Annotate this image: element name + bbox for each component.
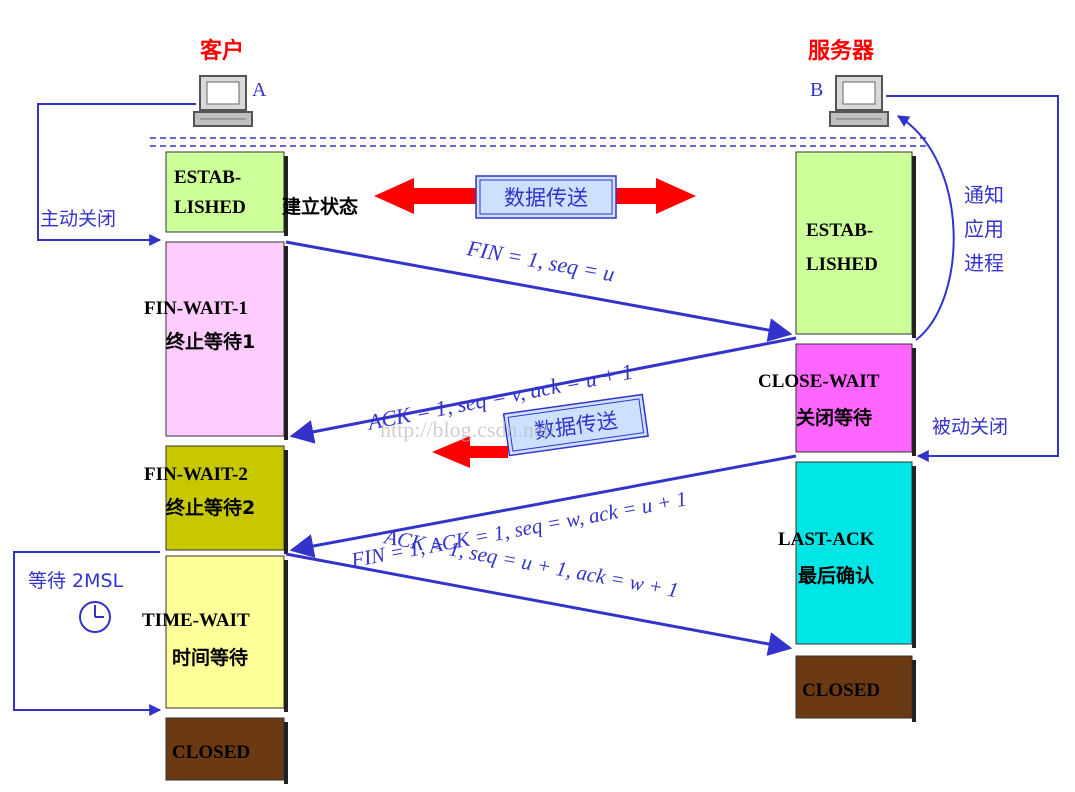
fin-wait-1-box	[165, 241, 285, 437]
server-established-line1: ESTAB-	[806, 220, 873, 241]
close-wait-line2: 关闭等待	[796, 406, 872, 429]
time-wait-box	[165, 555, 285, 709]
passive-close-label: 被动关闭	[932, 416, 1008, 438]
passive-close-arrow	[886, 95, 1059, 462]
fin-wait-2-line1: FIN-WAIT-2	[144, 464, 248, 485]
data-transfer-label-1: 数据传送	[504, 186, 588, 210]
last-ack-line1: LAST-ACK	[778, 529, 875, 550]
data-transfer-box-1	[475, 175, 617, 219]
fin1-arrow	[285, 240, 793, 342]
last-ack-line2: 最后确认	[798, 564, 874, 587]
ack2-arrow	[285, 552, 793, 656]
fin-wait-1-line2: 终止等待1	[166, 330, 255, 353]
fin-wait-1-line1: FIN-WAIT-1	[144, 298, 248, 319]
client-established-line2: LISHED	[174, 197, 246, 218]
client-computer-icon	[193, 75, 253, 127]
server-title: 服务器	[808, 39, 875, 64]
notify-app-line3: 进程	[964, 251, 1004, 275]
active-close-arrow	[37, 103, 196, 246]
client-established-line1: ESTAB-	[174, 167, 241, 188]
server-closed-label: CLOSED	[802, 680, 880, 701]
notify-app-line2: 应用	[964, 217, 1004, 241]
data-transfer-left-arrow	[432, 436, 508, 468]
client-closed-label: CLOSED	[172, 742, 250, 763]
fin-wait-2-box	[165, 445, 285, 551]
server-letter: B	[810, 79, 823, 101]
last-ack-box	[795, 461, 913, 645]
data-transfer-box-2-group: 数据传送	[502, 393, 649, 457]
fin-wait-2-line2: 终止等待2	[166, 496, 255, 519]
close-wait-line1: CLOSE-WAIT	[758, 371, 880, 392]
server-computer-icon	[829, 75, 889, 127]
time-wait-line2: 时间等待	[172, 646, 248, 669]
active-close-label: 主动关闭	[40, 208, 116, 230]
notify-app-arrow	[896, 115, 955, 341]
server-established-box	[795, 151, 913, 335]
established-suffix-label: 建立状态	[282, 195, 358, 218]
fin2-arrow	[289, 454, 797, 558]
server-closed-box	[795, 655, 913, 719]
time-wait-line1: TIME-WAIT	[142, 610, 250, 631]
close-wait-box	[795, 343, 913, 453]
client-established-box	[165, 151, 285, 233]
ack1-arrow	[289, 336, 797, 444]
notify-app-line1: 通知	[964, 183, 1004, 207]
clock-icon	[79, 601, 111, 633]
watermark-text: http://blog.csdn.net/	[380, 417, 557, 442]
server-established-line2: LISHED	[806, 254, 878, 275]
client-title: 客户	[200, 38, 244, 64]
data-transfer-box-2	[502, 393, 649, 457]
client-letter: A	[252, 79, 267, 101]
wait-2msl-label: 等待 2MSL	[28, 570, 124, 592]
client-closed-box	[165, 717, 285, 781]
wait-2msl-arrow	[13, 551, 162, 716]
